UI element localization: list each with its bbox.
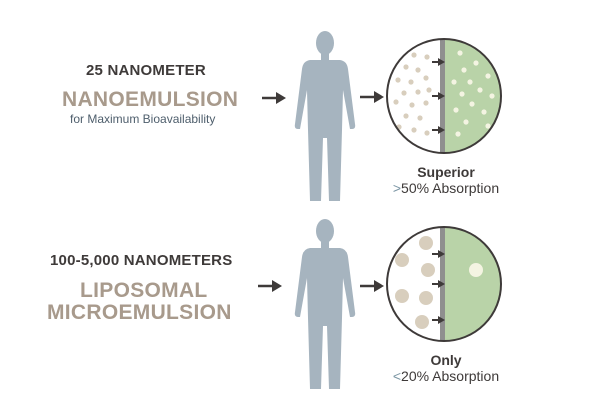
comparison-symbol: > [392, 180, 402, 196]
result-value: 20% Absorption [401, 368, 500, 384]
result-value-line: <20% Absorption [376, 368, 516, 384]
result-title: Only [430, 352, 462, 368]
result-value: 50% Absorption [401, 180, 500, 196]
arrow-right-icon [262, 92, 286, 104]
emulsion-type-title: NANOEMULSION [62, 88, 239, 111]
arrow-right-icon [258, 280, 282, 292]
particle-size-label: 100-5,000 NANOMETERS [50, 252, 233, 269]
particle-size-label: 25 NANOMETER [86, 62, 206, 79]
human-figure-icon [294, 219, 356, 389]
emulsion-subtitle: for Maximum Bioavailability [70, 112, 216, 126]
cell-membrane-icon [386, 226, 502, 342]
comparison-symbol: < [392, 368, 402, 384]
emulsion-type-title: LIPOSOMAL [80, 279, 208, 302]
absorption-result: Only <20% Absorption [376, 352, 516, 384]
cell-membrane-icon [386, 38, 502, 154]
arrow-right-icon [360, 280, 384, 292]
arrow-right-icon [360, 91, 384, 103]
emulsion-type-title-line2: MICROEMULSION [47, 301, 232, 324]
result-title: Superior [417, 164, 475, 180]
absorption-result: Superior >50% Absorption [376, 164, 516, 196]
human-figure-icon [294, 31, 356, 201]
result-value-line: >50% Absorption [376, 180, 516, 196]
